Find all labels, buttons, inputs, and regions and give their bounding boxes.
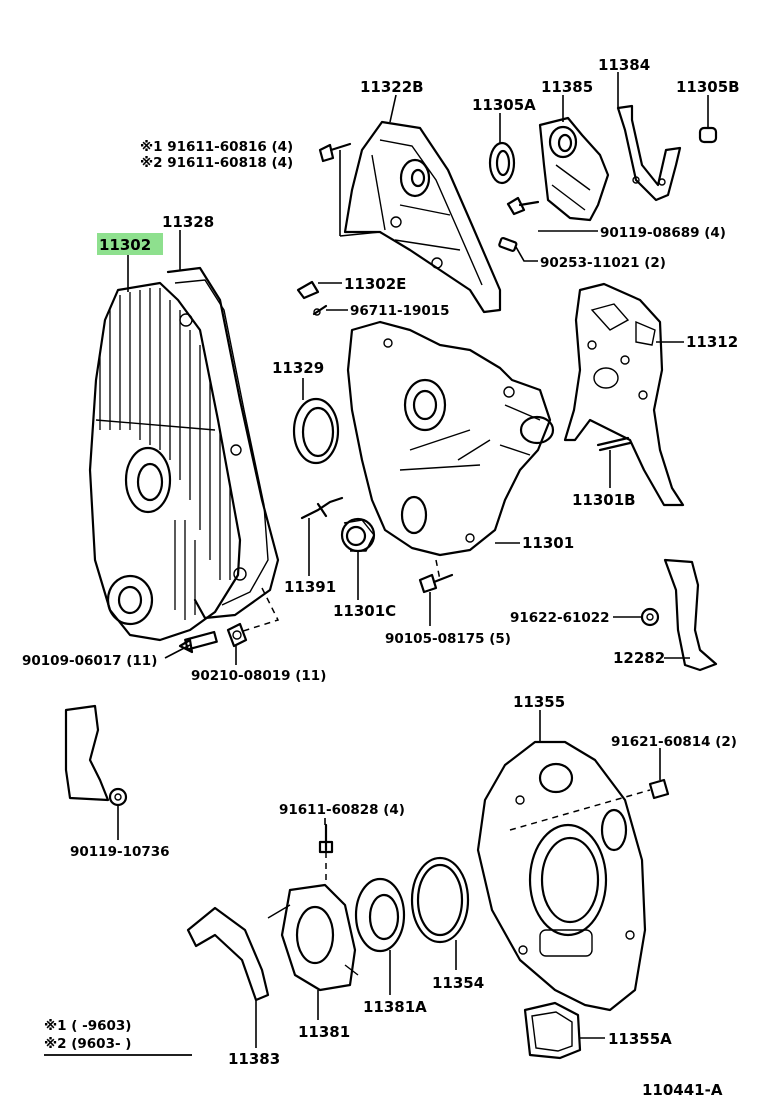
seal-11329-drawing[interactable]	[292, 397, 340, 465]
label-90253-11021[interactable]: 90253-11021 (2)	[540, 255, 666, 271]
label-90210-08019[interactable]: 90210-08019 (11)	[191, 668, 326, 684]
timing-case-11301-drawing[interactable]	[346, 320, 555, 557]
bolt-91621-60814-drawing[interactable]	[648, 778, 670, 800]
gasket-11383-drawing[interactable]	[186, 906, 270, 1002]
stud-11301b-drawing[interactable]	[596, 436, 632, 452]
seal-11381a-drawing[interactable]	[354, 877, 406, 953]
label-90105-08175[interactable]: 90105-08175 (5)	[385, 631, 511, 647]
bolt-90105-08175-drawing[interactable]	[418, 573, 454, 594]
label-91622-61022[interactable]: 91622-61022	[510, 610, 610, 626]
label-11322b[interactable]: 11322B	[360, 78, 424, 96]
bracket-left-drawing[interactable]	[64, 704, 110, 802]
plug-11305b-drawing[interactable]	[698, 126, 718, 144]
label-11301c[interactable]: 11301C	[333, 602, 396, 620]
label-91621-60814[interactable]: 91621-60814 (2)	[611, 734, 737, 750]
bolt-91611-60816-drawing[interactable]	[318, 142, 352, 163]
clip-11302e-drawing[interactable]	[296, 280, 320, 300]
figure-id: 110441-A	[642, 1081, 723, 1099]
gasket-11328-drawing[interactable]	[166, 266, 280, 620]
label-11328[interactable]: 11328	[162, 213, 214, 231]
retainer-11381-drawing[interactable]	[267, 883, 359, 992]
label-11354[interactable]: 11354	[432, 974, 484, 992]
label-11329[interactable]: 11329	[272, 359, 324, 377]
bolt-91611-60828-drawing[interactable]	[318, 823, 334, 854]
cover-plate-11322b-drawing[interactable]	[343, 120, 502, 314]
label-11302e[interactable]: 11302E	[344, 275, 406, 293]
label-90119-10736[interactable]: 90119-10736	[70, 844, 170, 860]
label-11312[interactable]: 11312	[686, 333, 738, 351]
seal-11301c-drawing[interactable]	[340, 517, 376, 553]
gasket-11312-drawing[interactable]	[563, 282, 685, 507]
label-11381a[interactable]: 11381A	[363, 998, 427, 1016]
legend-2: ※2 (9603- )	[44, 1036, 131, 1052]
washer-90210-08019-drawing[interactable]	[226, 622, 248, 648]
cover-11355a-drawing[interactable]	[523, 1001, 582, 1060]
bracket-11384-drawing[interactable]	[616, 104, 682, 202]
label-11383[interactable]: 11383	[228, 1050, 280, 1068]
bracket-12282-drawing[interactable]	[663, 558, 718, 672]
label-11355[interactable]: 11355	[513, 693, 565, 711]
pin-11391-drawing[interactable]	[300, 496, 344, 520]
label-96711-19015[interactable]: 96711-19015	[350, 303, 450, 319]
label-90109-06017[interactable]: 90109-06017 (11)	[22, 653, 157, 669]
label-90119-08689[interactable]: 90119-08689 (4)	[600, 225, 726, 241]
bolt-90119-08689-drawing[interactable]	[506, 196, 540, 216]
label-11384[interactable]: 11384	[598, 56, 650, 74]
label-11391[interactable]: 11391	[284, 578, 336, 596]
highlight-11302	[97, 233, 163, 255]
pin-90253-11021-drawing[interactable]	[498, 236, 518, 252]
label-11381[interactable]: 11381	[298, 1023, 350, 1041]
bolt-90109-06017-drawing[interactable]	[178, 630, 218, 654]
seal-11305a-drawing[interactable]	[488, 141, 516, 185]
nut-91622-61022-drawing[interactable]	[640, 607, 660, 627]
label-11302[interactable]: 11302	[99, 236, 151, 254]
label-12282[interactable]: 12282	[613, 649, 665, 667]
label-11305a[interactable]: 11305A	[472, 96, 536, 114]
label-11355a[interactable]: 11355A	[608, 1030, 672, 1048]
label-11385[interactable]: 11385	[541, 78, 593, 96]
label-11301[interactable]: 11301	[522, 534, 574, 552]
label-11305b[interactable]: 11305B	[676, 78, 740, 96]
label-91611-60816[interactable]: ※1 91611-60816 (4)	[140, 139, 293, 155]
timing-cover-11302-drawing[interactable]	[88, 281, 242, 642]
part-96711-19015-drawing[interactable]	[312, 304, 328, 316]
end-plate-11355-drawing[interactable]	[476, 740, 647, 1012]
label-11301b[interactable]: 11301B	[572, 491, 636, 509]
leader-lines	[117, 72, 709, 1048]
label-91611-60818[interactable]: ※2 91611-60818 (4)	[140, 155, 293, 171]
label-91611-60828[interactable]: 91611-60828 (4)	[279, 802, 405, 818]
legend-1: ※1 ( -9603)	[44, 1018, 131, 1034]
retainer-11385-drawing[interactable]	[538, 116, 610, 222]
nut-90119-10736-drawing[interactable]	[108, 787, 128, 807]
seal-11354-drawing[interactable]	[410, 856, 470, 944]
